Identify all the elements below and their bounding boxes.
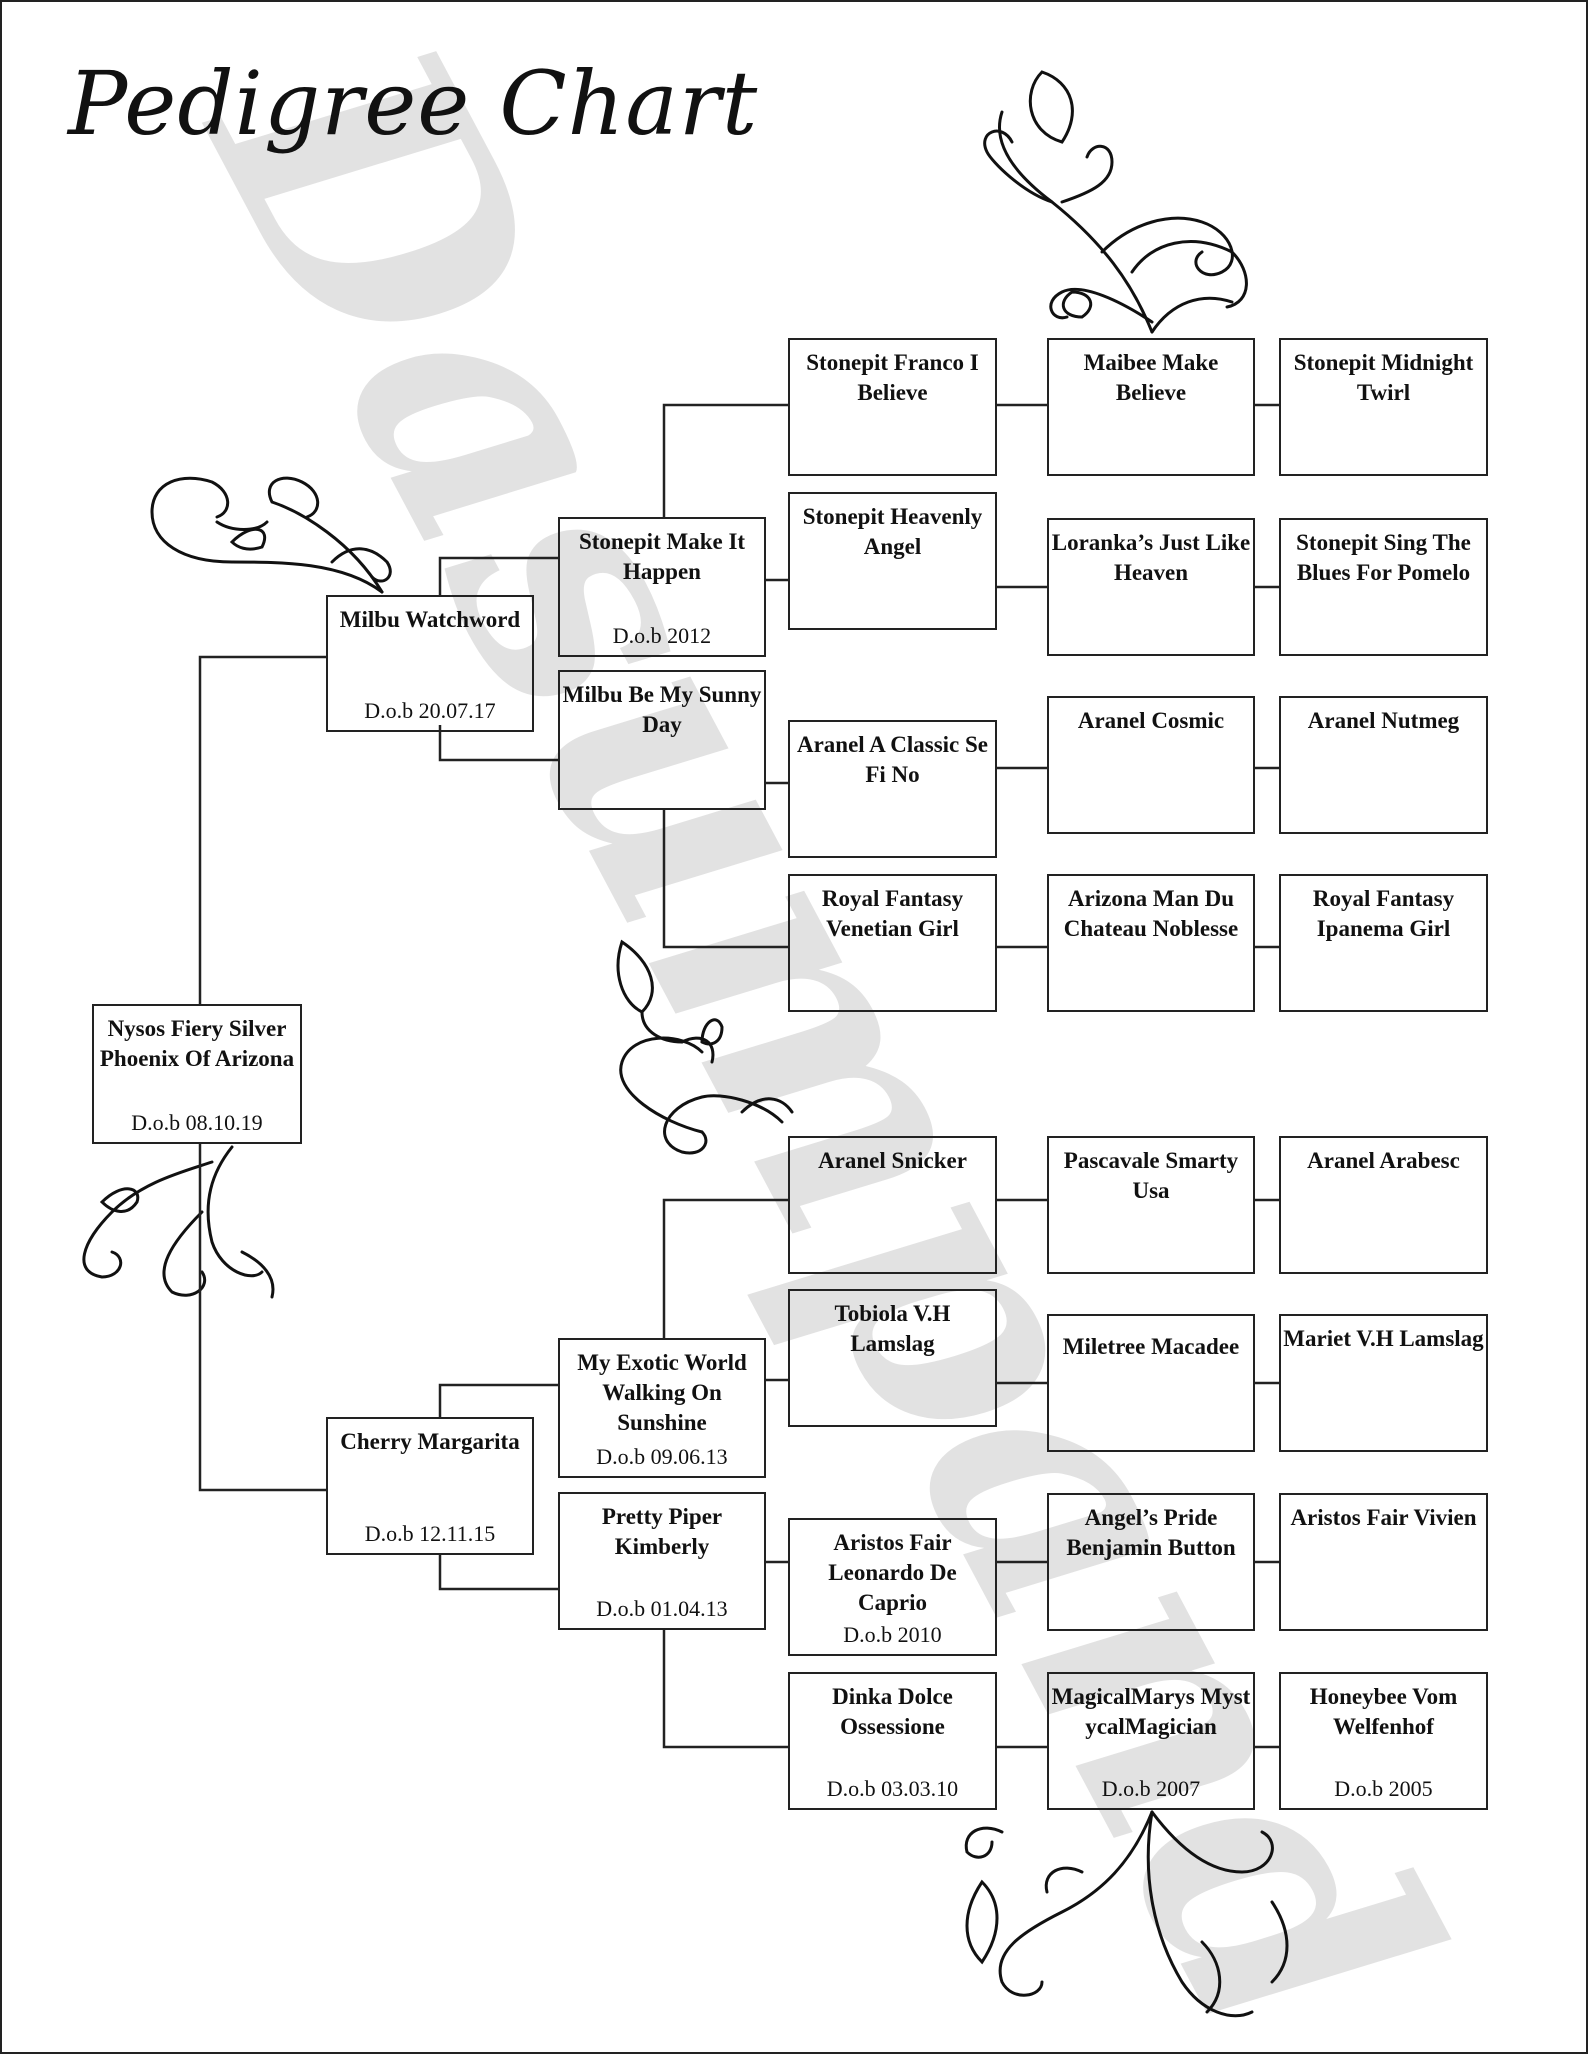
dam-dam-name: Pretty Piper Kimberly xyxy=(601,1504,723,1559)
pedigree-box-gen4-6: Miletree Macadee xyxy=(1047,1314,1255,1452)
dog-dob: D.o.b 08.10.19 xyxy=(131,1110,263,1135)
pedigree-box-sire: Milbu Watchword D.o.b 20.07.17 xyxy=(326,595,534,732)
pedigree-box-dam: Cherry Margarita D.o.b 12.11.15 xyxy=(326,1417,534,1555)
dam-sire-name: My Exotic World Walking On Sunshine xyxy=(577,1350,747,1435)
gen4-4-name: Arizona Man Du Chateau Noblesse xyxy=(1063,886,1239,941)
gen5-8-dob: D.o.b 2005 xyxy=(1334,1776,1433,1801)
gen3-6-name: Tobiola V.H Lamslag xyxy=(834,1301,951,1356)
gen4-5-name: Pascavale Smarty Usa xyxy=(1063,1148,1239,1203)
gen3-7-name: Aristos Fair Leonardo De Caprio xyxy=(828,1530,957,1615)
pedigree-box-gen3-8: Dinka Dolce Ossessione D.o.b 03.03.10 xyxy=(788,1672,997,1810)
gen3-5-name: Aranel Snicker xyxy=(818,1148,967,1173)
pedigree-box-gen3-6: Tobiola V.H Lamslag xyxy=(788,1289,997,1427)
gen5-5-name: Aranel Arabesc xyxy=(1307,1148,1460,1173)
pedigree-box-gen5-2: Stonepit Sing The Blues For Pomelo xyxy=(1279,518,1488,656)
gen4-8-dob: D.o.b 2007 xyxy=(1101,1776,1201,1801)
gen3-2-name: Stonepit Heavenly Angel xyxy=(802,504,983,559)
dam-name: Cherry Margarita xyxy=(340,1429,520,1454)
sire-sire-dob: D.o.b 2012 xyxy=(612,623,712,648)
pedigree-box-gen4-7: Angel’s Pride Benjamin Button xyxy=(1047,1493,1255,1631)
pedigree-box-gen5-5: Aranel Arabesc xyxy=(1279,1136,1488,1274)
sire-sire-name: Stonepit Make It Happen xyxy=(578,529,746,584)
dam-sire-dob: D.o.b 09.06.13 xyxy=(596,1444,728,1469)
gen4-1-name: Maibee Make Believe xyxy=(1083,350,1219,405)
sire-dam-name: Milbu Be My Sunny Day xyxy=(562,682,762,737)
sire-dob: D.o.b 20.07.17 xyxy=(364,698,496,723)
dam-dob: D.o.b 12.11.15 xyxy=(364,1521,496,1546)
pedigree-box-gen5-8: Honeybee Vom Welfenhof D.o.b 2005 xyxy=(1279,1672,1488,1810)
pedigree-box-gen4-3: Aranel Cosmic xyxy=(1047,696,1255,834)
gen5-3-name: Aranel Nutmeg xyxy=(1307,708,1460,733)
pedigree-box-gen3-5: Aranel Snicker xyxy=(788,1136,997,1274)
gen4-8-name: MagicalMarys MystycalMagician xyxy=(1051,1684,1251,1739)
gen5-8-name: Honeybee Vom Welfenhof xyxy=(1309,1684,1458,1739)
pedigree-box-gen3-1: Stonepit Franco I Believe xyxy=(788,338,997,476)
gen3-3-name: Aranel A Classic Se Fi No xyxy=(796,732,989,787)
gen3-7-dob: D.o.b 2010 xyxy=(843,1622,942,1647)
gen4-7-name: Angel’s Pride Benjamin Button xyxy=(1066,1505,1236,1560)
page-title: Pedigree Chart xyxy=(68,52,759,155)
gen3-1-name: Stonepit Franco I Believe xyxy=(806,350,979,405)
pedigree-box-gen3-2: Stonepit Heavenly Angel xyxy=(788,492,997,630)
pedigree-box-gen3-4: Royal Fantasy Venetian Girl xyxy=(788,874,997,1012)
gen5-1-name: Stonepit Midnight Twirl xyxy=(1293,350,1474,405)
pedigree-box-sire-dam: Milbu Be My Sunny Day xyxy=(558,670,766,810)
gen5-7-name: Aristos Fair Vivien xyxy=(1290,1505,1477,1530)
gen4-2-name: Loranka’s Just Like Heaven xyxy=(1051,530,1251,585)
pedigree-box-gen5-6: Mariet V.H Lamslag xyxy=(1279,1314,1488,1452)
pedigree-box-gen5-7: Aristos Fair Vivien xyxy=(1279,1493,1488,1631)
gen3-8-name: Dinka Dolce Ossessione xyxy=(832,1684,953,1739)
gen3-8-dob: D.o.b 03.03.10 xyxy=(826,1776,959,1801)
pedigree-box-sire-sire: Stonepit Make It Happen D.o.b 2012 xyxy=(558,517,766,657)
pedigree-box-gen4-2: Loranka’s Just Like Heaven xyxy=(1047,518,1255,656)
pedigree-box-gen5-3: Aranel Nutmeg xyxy=(1279,696,1488,834)
pedigree-box-dam-dam: Pretty Piper Kimberly D.o.b 01.04.13 xyxy=(558,1492,766,1630)
gen4-3-name: Aranel Cosmic xyxy=(1077,708,1225,733)
gen4-6-name: Miletree Macadee xyxy=(1062,1334,1240,1359)
gen5-4-name: Royal Fantasy Ipanema Girl xyxy=(1312,886,1455,941)
gen5-2-name: Stonepit Sing The Blues For Pomelo xyxy=(1296,530,1471,585)
dog-name: Nysos Fiery Silver Phoenix Of Arizona xyxy=(99,1016,295,1071)
pedigree-box-gen5-4: Royal Fantasy Ipanema Girl xyxy=(1279,874,1488,1012)
pedigree-box-gen4-8: MagicalMarys MystycalMagician D.o.b 2007 xyxy=(1047,1672,1255,1810)
pedigree-box-gen3-3: Aranel A Classic Se Fi No xyxy=(788,720,997,858)
pedigree-box-gen5-1: Stonepit Midnight Twirl xyxy=(1279,338,1488,476)
gen5-6-name: Mariet V.H Lamslag xyxy=(1283,1326,1484,1351)
pedigree-box-gen3-7: Aristos Fair Leonardo De Caprio D.o.b 20… xyxy=(788,1518,997,1656)
pedigree-box-dog: Nysos Fiery Silver Phoenix Of Arizona D.… xyxy=(92,1004,302,1144)
dam-dam-dob: D.o.b 01.04.13 xyxy=(596,1596,728,1621)
pedigree-box-gen4-4: Arizona Man Du Chateau Noblesse xyxy=(1047,874,1255,1012)
sire-name: Milbu Watchword xyxy=(339,607,521,632)
gen3-4-name: Royal Fantasy Venetian Girl xyxy=(821,886,964,941)
pedigree-box-gen4-5: Pascavale Smarty Usa xyxy=(1047,1136,1255,1274)
pedigree-box-dam-sire: My Exotic World Walking On Sunshine D.o.… xyxy=(558,1338,766,1478)
pedigree-box-gen4-1: Maibee Make Believe xyxy=(1047,338,1255,476)
